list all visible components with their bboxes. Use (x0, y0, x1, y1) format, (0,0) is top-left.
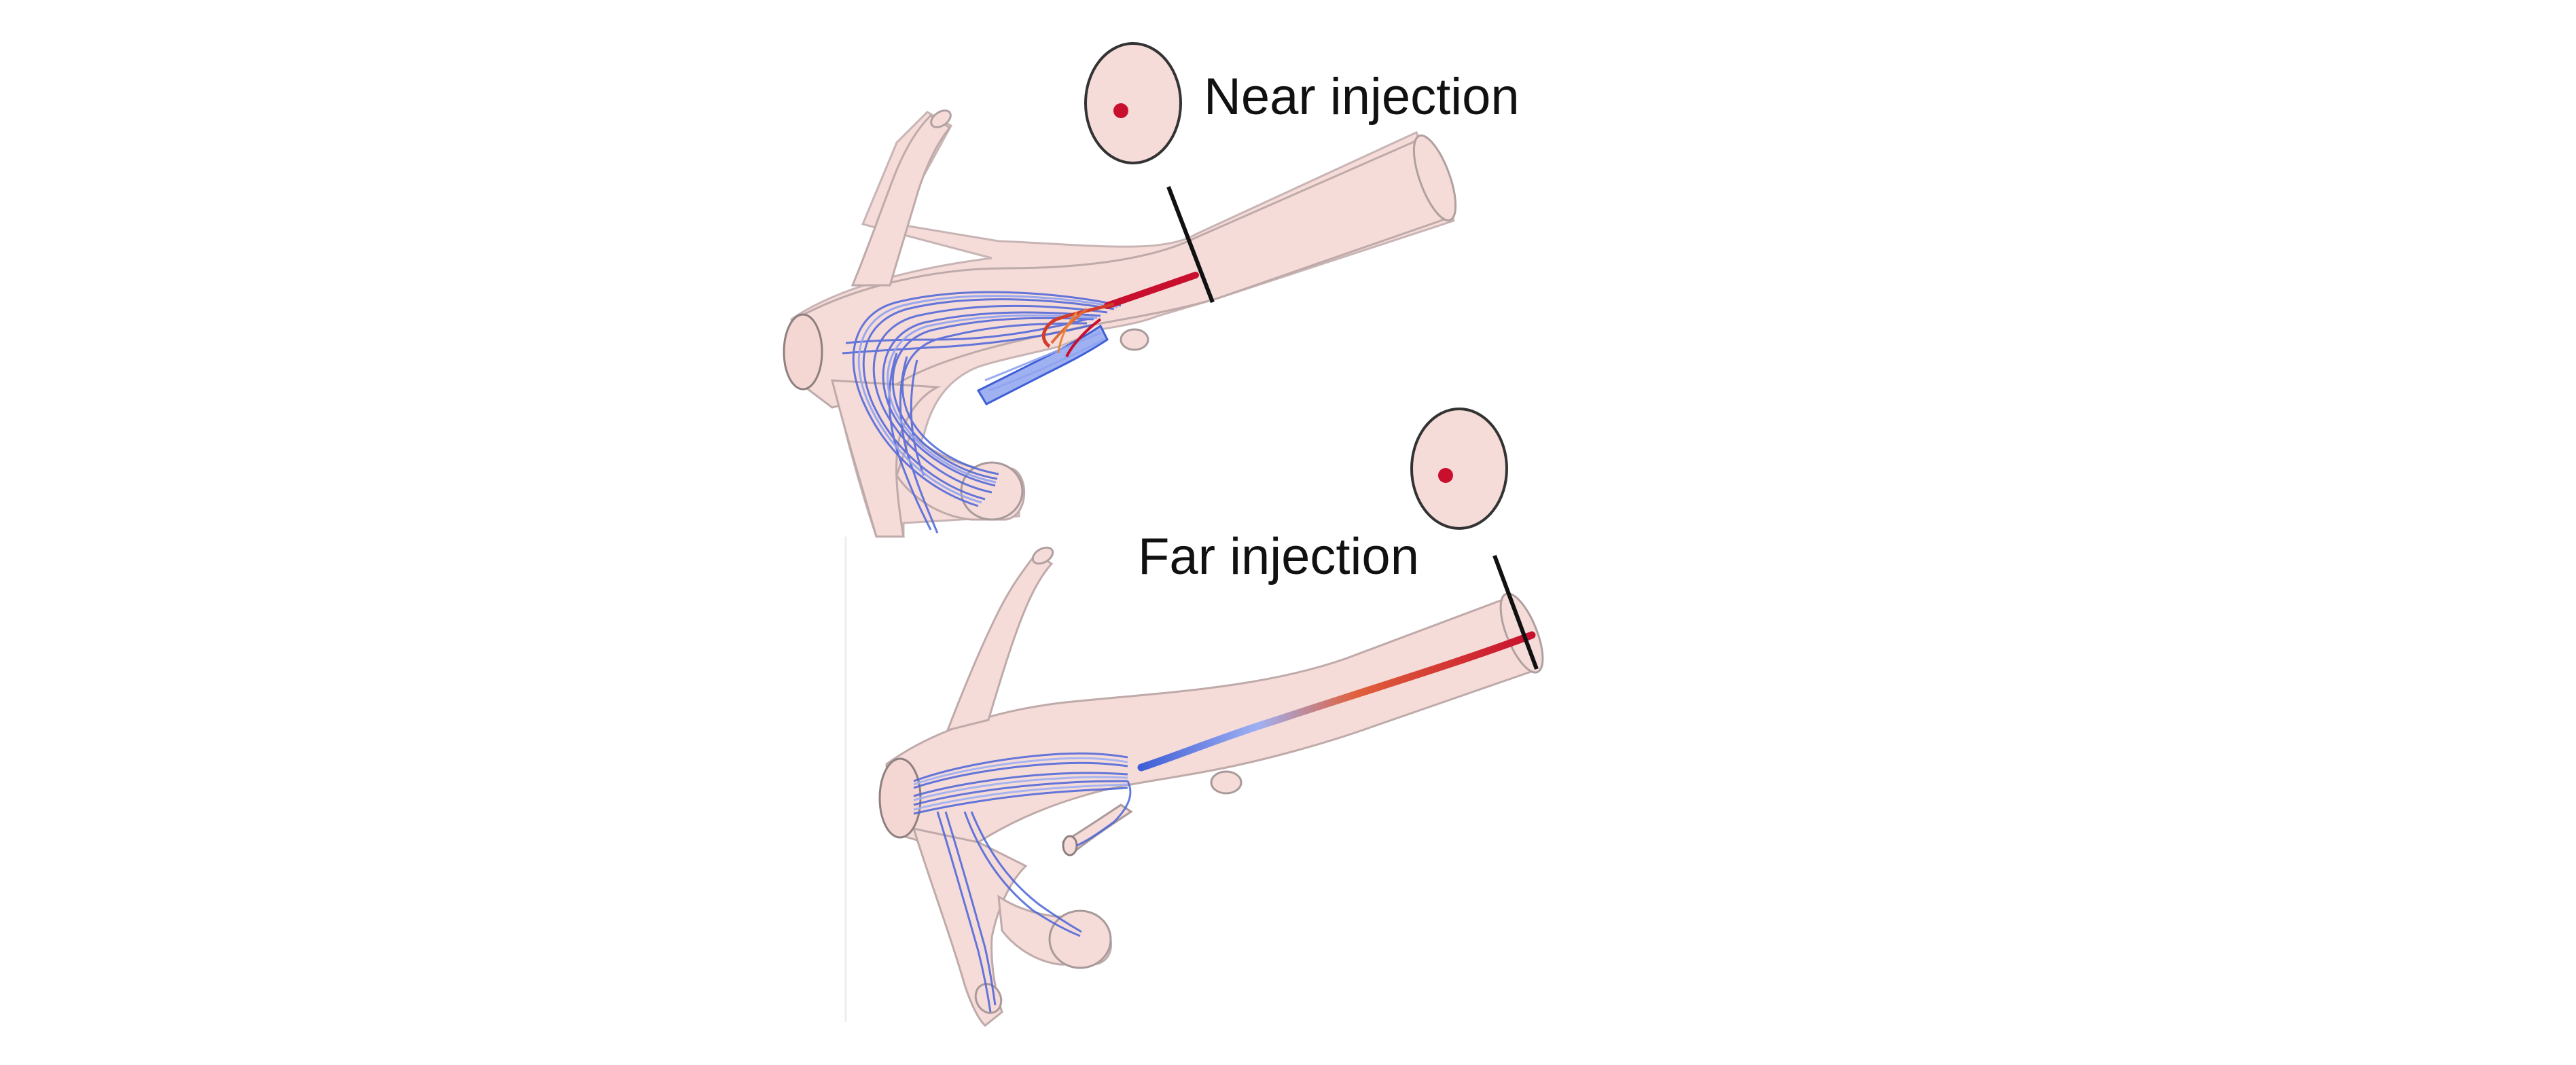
far-injection-plane-line (1492, 554, 1539, 670)
near-injection-panel: Near injection (783, 42, 1520, 538)
near-lower-branch (831, 379, 942, 538)
near-main-trunk (793, 137, 1452, 409)
near-injection-plane-line (1166, 185, 1215, 304)
near-injection-jet (1041, 272, 1199, 357)
near-upper-branch (851, 114, 952, 287)
far-catheter-tip (1062, 835, 1078, 856)
far-injection-panel: Far injection (878, 408, 1544, 1028)
far-injection-jet (1137, 631, 1536, 772)
near-injection-point (1113, 103, 1128, 118)
far-injection-label: Far injection (1138, 528, 1419, 585)
near-cross-section-ellipse (1084, 42, 1182, 164)
far-catheter-tube (1061, 804, 1133, 854)
near-streamlines-light (857, 295, 1118, 504)
far-lower-bulb-outlet (1048, 909, 1112, 969)
near-left-inlet (783, 313, 823, 391)
far-streamlines (913, 752, 1132, 1013)
near-injection-label: Near injection (1204, 68, 1520, 126)
far-side-stub (1210, 770, 1242, 795)
near-streamlines (842, 291, 1122, 534)
far-main-trunk (885, 596, 1541, 844)
far-upper-branch (946, 552, 1054, 732)
far-streamlines-light (913, 757, 1128, 811)
near-upper-branch-outlet (930, 109, 952, 128)
near-side-stub (1120, 328, 1149, 351)
far-injection-point (1438, 468, 1453, 483)
near-main-outlet (1412, 134, 1457, 221)
far-upper-branch-outlet (1031, 546, 1054, 565)
far-cross-section-ellipse (1410, 408, 1508, 530)
far-left-inlet (878, 757, 922, 839)
